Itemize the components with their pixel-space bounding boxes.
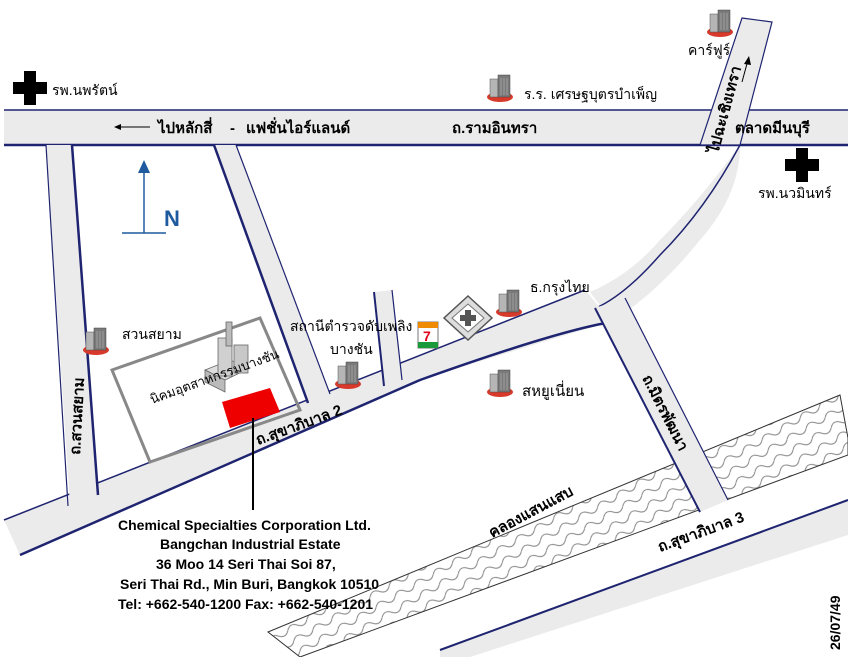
road-label-laksi: ไปหลักสี่ xyxy=(156,117,213,137)
label-fire-station-line1: สถานีตำรวจดับเพลิง xyxy=(290,318,412,334)
factory-icon xyxy=(204,321,251,393)
label-krungthai-bank: ธ.กรุงไทย xyxy=(530,279,590,296)
hospital-nopparat-icon xyxy=(13,71,47,105)
label-hospital-navamin: รพ.นวมินทร์ xyxy=(758,185,832,201)
label-school: ร.ร. เศรษฐบุตรบำเพ็ญ xyxy=(524,85,657,103)
address-line2: Bangchan Industrial Estate xyxy=(160,536,341,552)
label-hospital-nopparat: รพ.นพรัตน์ xyxy=(52,82,118,98)
school-building-icon xyxy=(486,74,514,103)
fire-station-building-icon xyxy=(334,361,362,390)
date-stamp: 26/07/49 xyxy=(827,595,843,650)
north-arrow: N xyxy=(122,160,180,234)
address-line4: Seri Thai Rd., Min Buri, Bangkok 10510 xyxy=(120,576,379,592)
bank-logo-icon xyxy=(442,294,494,342)
road-label-minburi-market: ตลาดมีนบุรี xyxy=(735,120,811,138)
address-line1: Chemical Specialties Corporation Ltd. xyxy=(118,517,371,533)
road-label-dash: - xyxy=(230,120,235,137)
roads xyxy=(3,17,848,657)
address-line3: 36 Moo 14 Seri Thai Soi 87, xyxy=(156,556,336,572)
industrial-estate xyxy=(110,316,303,464)
label-post-office: สหยูเนี่ยน xyxy=(522,380,584,400)
seven-eleven-label: 7 xyxy=(423,328,431,344)
company-location-marker xyxy=(222,388,280,428)
north-label: N xyxy=(164,206,180,231)
bank-building-icon xyxy=(495,289,523,318)
road-label-fashion-island: แฟชั่นไอร์แลนด์ xyxy=(246,117,350,137)
carrefour-building-icon xyxy=(706,9,734,38)
road-label-suan-siam: ถ.สวนสยาม xyxy=(67,377,88,455)
label-suan-siam: สวนสยาม xyxy=(122,326,182,342)
seven-eleven-icon: 7 xyxy=(417,321,439,349)
label-fire-station-line2: บางชัน xyxy=(330,341,373,357)
label-carrefour: คาร์ฟูร์ xyxy=(688,42,731,59)
suan-siam-building-icon xyxy=(82,327,110,356)
company-address: Chemical Specialties Corporation Ltd. Ba… xyxy=(118,517,379,612)
hospital-navamin-icon xyxy=(785,148,819,182)
post-building-icon xyxy=(486,369,514,398)
road-label-ramintra: ถ.รามอินทรา xyxy=(452,119,537,137)
address-line5: Tel: +662-540-1200 Fax: +662-540-1201 xyxy=(118,596,373,612)
